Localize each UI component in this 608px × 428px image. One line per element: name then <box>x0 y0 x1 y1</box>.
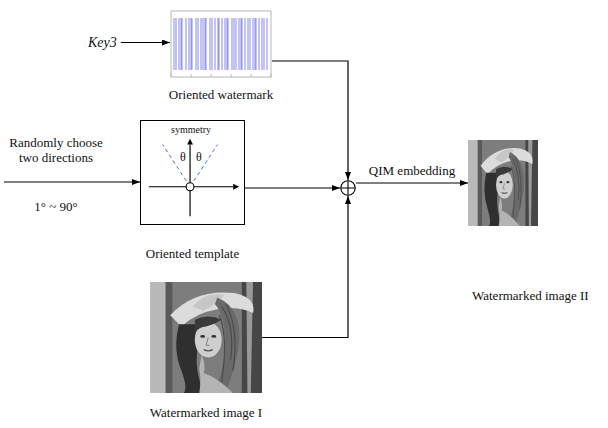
connector-arrow <box>262 196 348 338</box>
watermark-plot: Oriented watermark <box>170 10 272 78</box>
caption: Oriented watermark <box>169 87 273 102</box>
caption: Watermarked image II <box>472 288 589 303</box>
symbol-label: symmetry <box>171 124 211 135</box>
oriented-template-drawing <box>149 139 239 216</box>
input-image-drawing <box>150 282 262 393</box>
caption: Oriented template <box>146 246 240 261</box>
key-label: Key3 <box>84 35 121 50</box>
oriented-template: symmetryθθOriented template <box>140 120 245 225</box>
edge-label: QIM embedding <box>367 163 457 178</box>
note-text: Key3 <box>88 35 117 50</box>
output-image-drawing <box>468 140 538 226</box>
input-image-picture <box>150 282 262 393</box>
watermark-plot-drawing <box>171 11 271 77</box>
direction-note: Randomly choose two directions 1° ~ 90° <box>4 135 108 214</box>
symbol-label: θ <box>180 150 186 165</box>
connector-arrow <box>356 182 468 183</box>
symbol-label: θ <box>196 150 202 165</box>
qim-sum-picture <box>340 180 356 196</box>
connector-arrow <box>121 42 170 43</box>
caption: Watermarked image I <box>150 405 262 420</box>
connector-arrow <box>4 181 140 182</box>
watermark-plot-picture <box>170 10 272 78</box>
qim-sum <box>340 180 356 196</box>
output-image: Watermarked image II <box>468 140 538 226</box>
output-image-picture <box>468 140 538 226</box>
connector-arrow <box>272 61 348 180</box>
qim-sum-drawing <box>341 181 355 195</box>
connector-arrow <box>245 187 340 188</box>
oriented-template-picture <box>141 121 244 224</box>
note-text: 1° ~ 90° <box>4 199 108 214</box>
note-text: Randomly choose two directions <box>4 135 108 165</box>
input-image: Watermarked image I <box>150 282 262 393</box>
